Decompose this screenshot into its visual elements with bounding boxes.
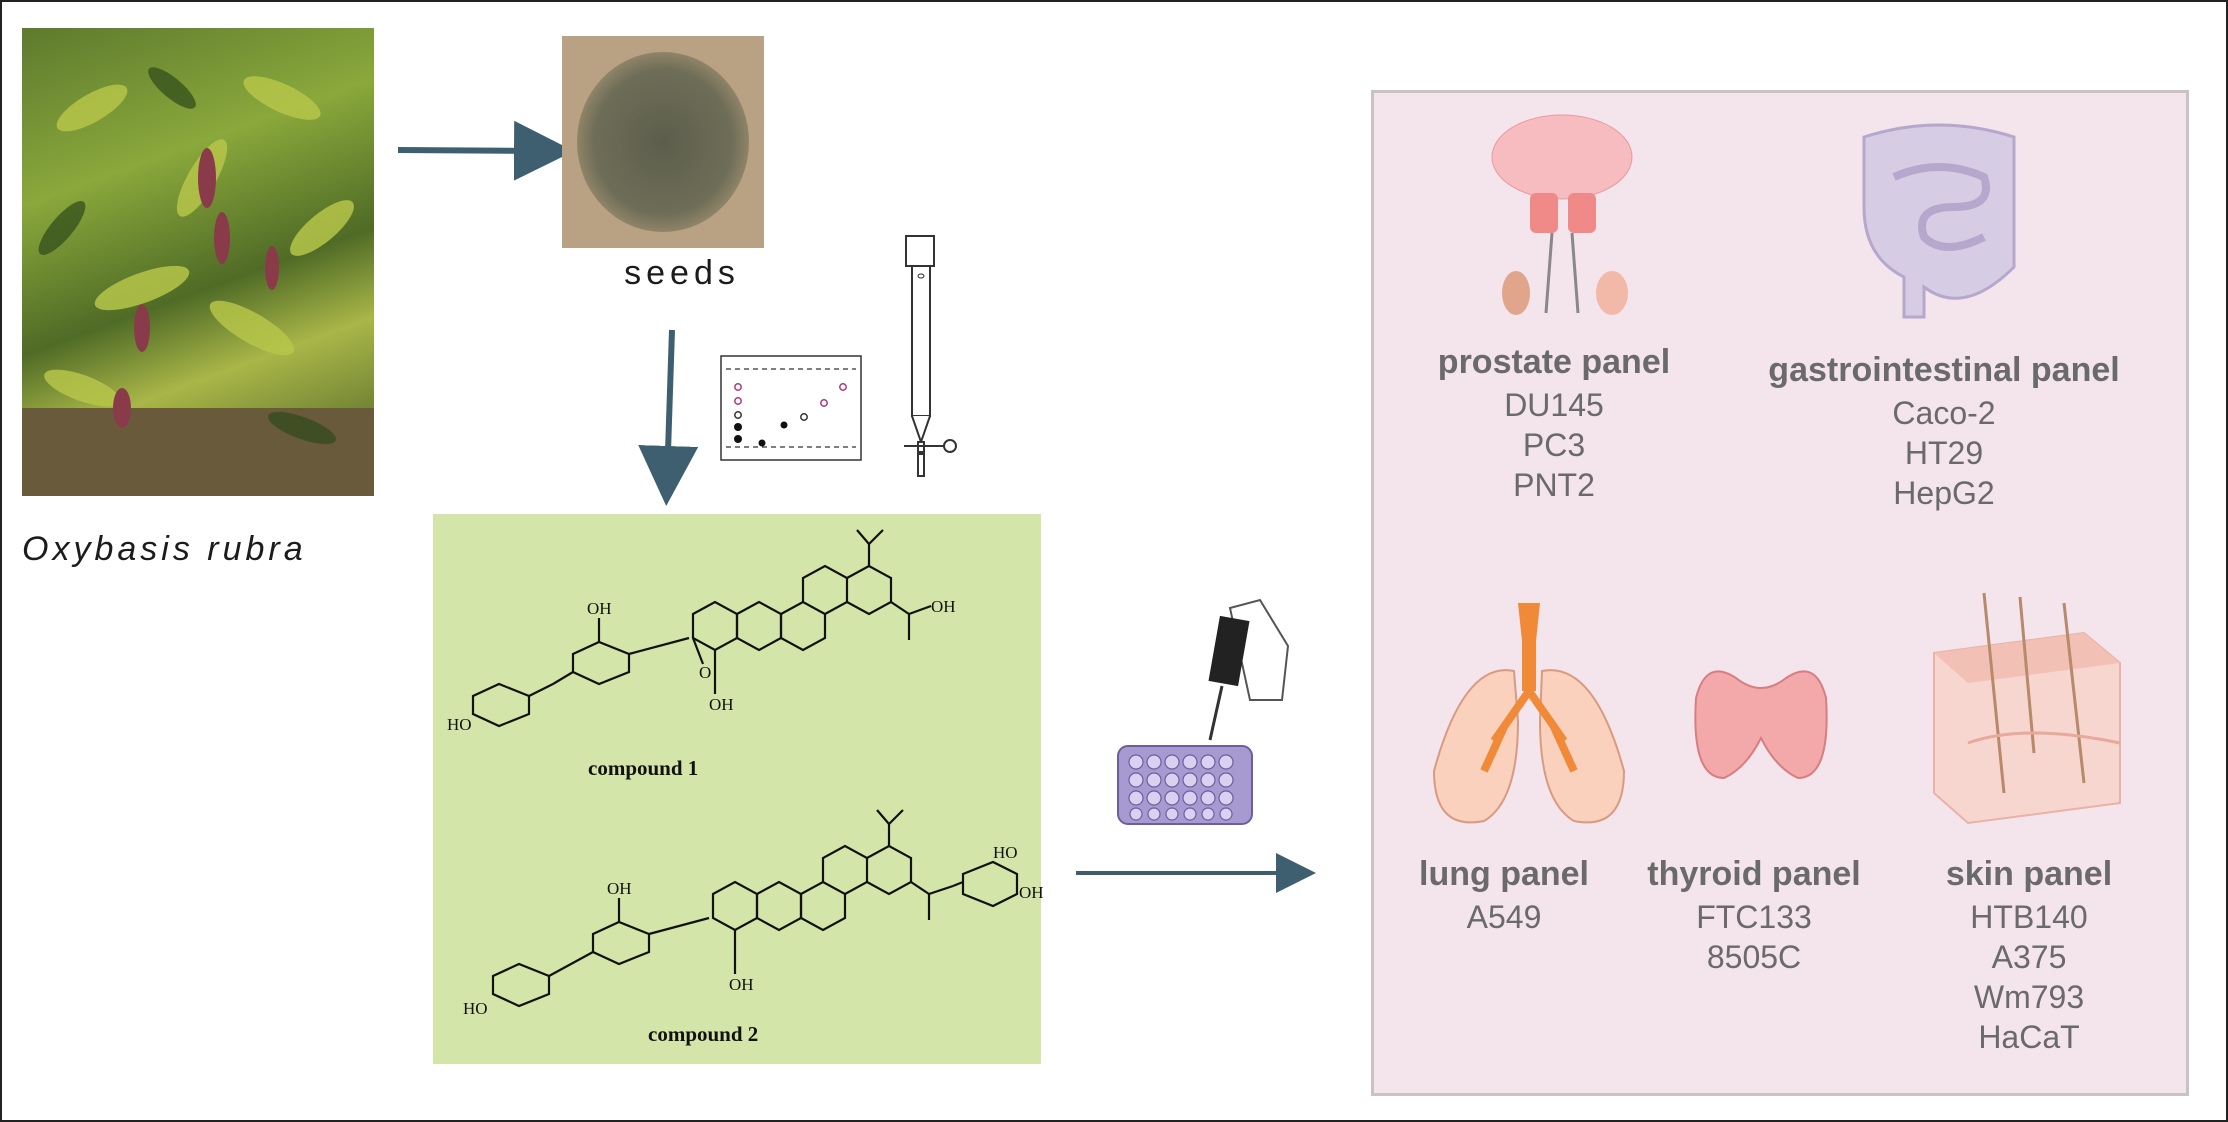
thyroid-panel-title: thyroid panel [1647,855,1861,893]
lung-panel-title: lung panel [1419,855,1589,893]
skin-line-3: Wm793 [1973,979,2085,1015]
skin-line-1: HTB140 [1970,899,2088,935]
compound-1-label: compound 1 [588,756,699,780]
compounds-box: OH OH HO O OH HO OH HO OH OH compound 1 … [433,514,1044,1064]
prostate-line-1: DU145 [1504,387,1604,423]
arrow-seeds-to-compounds [638,329,699,506]
prostate-line-3: PNT2 [1513,467,1595,503]
plant-illustration [22,67,374,496]
lung-organ-icon [1432,603,1626,824]
thyroid-organ-icon [1694,670,1828,780]
skin-section-icon [1933,592,2121,825]
chem-label-oh-5: OH [1019,883,1044,902]
chromatography-column-icon [904,235,957,477]
pipette-well-plate-icon [1117,598,1290,825]
compound-structures: OH OH HO O OH HO OH HO OH OH [447,529,1044,1018]
gastro-panel-title: gastrointestinal panel [1768,351,2120,389]
chem-label-oh-4: OH [729,975,754,994]
seed-pile [577,52,749,232]
chem-label-oh-2: OH [709,695,734,714]
lung-line-1: A549 [1466,899,1542,935]
chem-label-oh-acid: OH [931,597,956,616]
prostate-organ-icon [1491,114,1633,315]
skin-line-2: A375 [1991,939,2067,975]
chem-label-oh: OH [587,599,612,618]
seeds-photo [562,36,764,248]
intestine-organ-icon [1862,123,2016,319]
thyroid-line-2: 8505C [1706,939,1802,975]
chem-label-ho: HO [447,715,472,734]
chem-label-oh-3: OH [607,879,632,898]
prostate-line-2: PC3 [1522,427,1586,463]
chem-label-ho-3: HO [463,999,488,1018]
cell-panels-box: prostate panel DU145 PC3 PNT2 gastrointe… [1371,90,2189,1096]
skin-line-4: HaCaT [1978,1019,2080,1055]
prostate-panel-title: prostate panel [1437,343,1671,381]
tlc-plate-icon [720,355,862,461]
skin-panel-title: skin panel [1945,855,2113,893]
gastro-line-2: HT29 [1904,435,1984,471]
chem-label-ho-2: HO [993,843,1018,862]
gastro-line-3: HepG2 [1893,475,1995,511]
arrow-plant-to-seeds [397,120,574,181]
plant-photo [22,28,374,496]
seeds-label: seeds [624,254,740,292]
compound-2-label: compound 2 [648,1022,759,1046]
gastro-line-1: Caco-2 [1892,395,1996,431]
species-label: Oxybasis rubra [22,530,307,568]
chem-label-o: O [699,663,711,682]
thyroid-line-1: FTC133 [1696,899,1812,935]
